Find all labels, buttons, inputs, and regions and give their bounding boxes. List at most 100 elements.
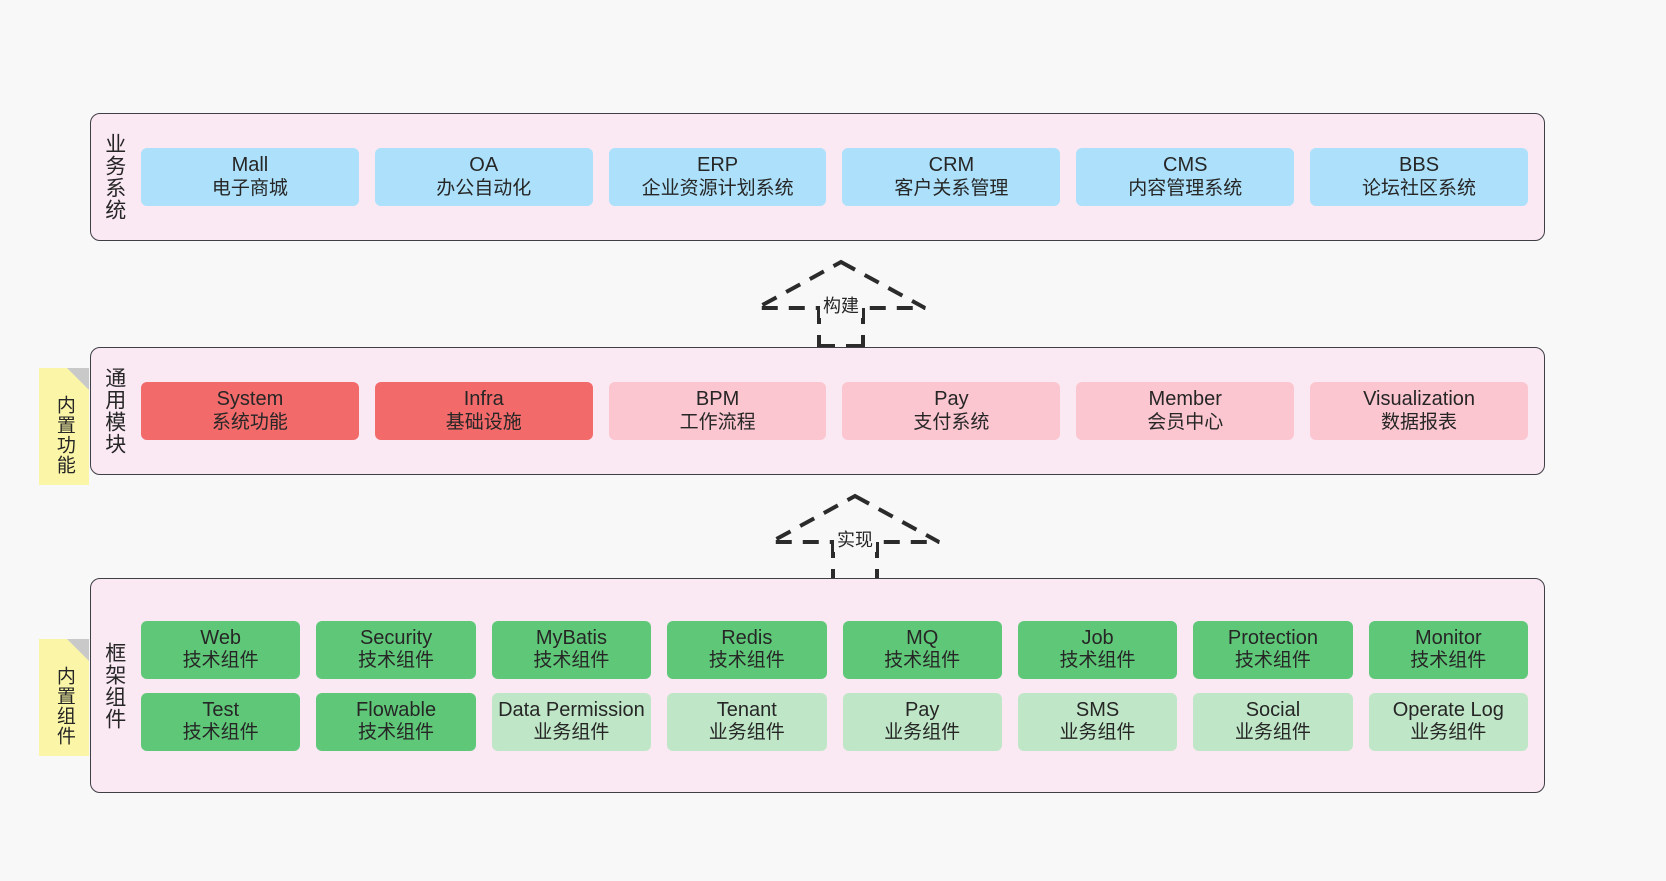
box-erp-desc: 企业资源计划系统 [641,177,794,199]
box-sms-desc: 业务组件 [1059,722,1136,744]
arrow-build-label: 构建 [820,292,862,318]
layer-framework-components-body: Web 技术组件 Security 技术组件 MyBatis 技术组件 Redi… [137,579,1544,792]
box-infra-name: Infra [463,388,504,410]
box-infra[interactable]: Infra 基础设施 [374,382,593,440]
box-system-name: System [216,388,284,410]
box-visualization-name: Visualization [1363,388,1476,410]
arrow-implement: 实现 [770,492,940,582]
box-oa-name: OA [469,154,499,176]
box-erp[interactable]: ERP 企业资源计划系统 [608,148,827,206]
box-security[interactable]: Security 技术组件 [316,620,476,679]
box-pay-module-name: Pay [934,388,969,410]
box-pay-module-desc: 支付系统 [913,411,990,433]
box-member[interactable]: Member 会员中心 [1076,382,1295,440]
box-oa-desc: 办公自动化 [436,177,532,199]
box-mall-desc: 电子商城 [211,177,288,199]
box-mybatis-desc: 技术组件 [533,650,610,672]
box-cms[interactable]: CMS 内容管理系统 [1076,148,1295,206]
box-web-desc: 技术组件 [182,650,259,672]
box-protection-desc: 技术组件 [1234,650,1311,672]
box-data-permission-name: Data Permission [498,698,645,721]
box-tenant[interactable]: Tenant 业务组件 [667,692,827,751]
box-tenant-name: Tenant [716,698,777,721]
box-mq-name: MQ [906,626,939,649]
box-mall-name: Mall [231,154,269,176]
box-mybatis[interactable]: MyBatis 技术组件 [491,620,652,679]
box-crm-name: CRM [928,154,975,176]
box-system[interactable]: System 系统功能 [141,382,359,440]
box-social-name: Social [1245,698,1301,721]
box-protection[interactable]: Protection 技术组件 [1193,620,1353,679]
box-erp-name: ERP [697,154,739,176]
box-test[interactable]: Test 技术组件 [141,692,301,751]
box-test-desc: 技术组件 [182,722,259,744]
box-mall[interactable]: Mall 电子商城 [141,148,359,206]
box-crm-desc: 客户关系管理 [894,177,1009,199]
box-security-desc: 技术组件 [358,650,435,672]
arrow-build: 构建 [756,258,926,348]
layer-business-systems-title: 业务系统 [102,133,126,221]
layer-framework-components-title: 框架组件 [102,641,126,730]
arrow-implement-label: 实现 [834,526,876,552]
framework-row-business: Test 技术组件 Flowable 技术组件 Data Permission … [141,692,1528,751]
box-bbs-desc: 论坛社区系统 [1362,177,1477,199]
box-infra-desc: 基础设施 [445,411,522,433]
box-flowable-name: Flowable [356,698,437,721]
box-bpm[interactable]: BPM 工作流程 [608,382,827,440]
box-bbs-name: BBS [1399,154,1440,176]
box-operate-log-name: Operate Log [1392,698,1504,721]
business-row: Mall 电子商城 OA 办公自动化 ERP 企业资源计划系统 CRM 客户关系… [141,148,1528,206]
box-job-name: Job [1081,626,1114,649]
box-mybatis-name: MyBatis [535,626,607,649]
box-redis[interactable]: Redis 技术组件 [667,620,827,679]
layer-framework-components: 框架组件 Web 技术组件 Security 技术组件 MyBatis 技术组件… [90,578,1545,793]
box-system-desc: 系统功能 [211,411,288,433]
note-builtin-features-text: 内置功能 [53,394,75,475]
box-cms-name: CMS [1163,154,1208,176]
layer-common-modules-body: System 系统功能 Infra 基础设施 BPM 工作流程 Pay 支付系统… [137,348,1544,474]
box-monitor[interactable]: Monitor 技术组件 [1368,620,1528,679]
box-operate-log-desc: 业务组件 [1410,722,1487,744]
box-bpm-name: BPM [695,388,740,410]
box-operate-log[interactable]: Operate Log 业务组件 [1368,692,1528,751]
layer-business-systems-body: Mall 电子商城 OA 办公自动化 ERP 企业资源计划系统 CRM 客户关系… [137,114,1544,240]
note-builtin-features: 内置功能 [39,368,89,485]
box-bbs[interactable]: BBS 论坛社区系统 [1310,148,1528,206]
box-monitor-desc: 技术组件 [1410,650,1487,672]
layer-common-modules: 通用模块 System 系统功能 Infra 基础设施 BPM 工作流程 Pay… [90,347,1545,475]
box-web[interactable]: Web 技术组件 [141,620,301,679]
note-builtin-components-text: 内置组件 [53,665,75,746]
box-pay-component[interactable]: Pay 业务组件 [842,692,1002,751]
box-test-name: Test [202,698,240,721]
box-mq-desc: 技术组件 [884,650,961,672]
framework-row-tech: Web 技术组件 Security 技术组件 MyBatis 技术组件 Redi… [141,620,1528,679]
box-pay-component-name: Pay [904,698,940,721]
box-oa[interactable]: OA 办公自动化 [374,148,593,206]
box-mq[interactable]: MQ 技术组件 [842,620,1002,679]
box-member-desc: 会员中心 [1147,411,1224,433]
modules-row: System 系统功能 Infra 基础设施 BPM 工作流程 Pay 支付系统… [141,382,1528,440]
box-visualization-desc: 数据报表 [1381,411,1458,433]
box-cms-desc: 内容管理系统 [1128,177,1243,199]
box-member-name: Member [1148,388,1222,410]
box-pay-module[interactable]: Pay 支付系统 [842,382,1061,440]
layer-business-systems: 业务系统 Mall 电子商城 OA 办公自动化 ERP 企业资源计划系统 CRM… [90,113,1545,241]
box-tenant-desc: 业务组件 [708,722,785,744]
box-data-permission[interactable]: Data Permission 业务组件 [491,692,652,751]
box-redis-desc: 技术组件 [708,650,785,672]
box-social[interactable]: Social 业务组件 [1193,692,1353,751]
box-pay-component-desc: 业务组件 [884,722,961,744]
arrow-build-glyph [756,259,926,348]
box-redis-name: Redis [721,626,773,649]
box-visualization[interactable]: Visualization 数据报表 [1310,382,1528,440]
box-job[interactable]: Job 技术组件 [1017,620,1178,679]
box-web-name: Web [200,626,242,649]
box-sms[interactable]: SMS 业务组件 [1017,692,1178,751]
box-security-name: Security [359,626,433,649]
box-job-desc: 技术组件 [1059,650,1136,672]
box-bpm-desc: 工作流程 [679,411,756,433]
box-flowable[interactable]: Flowable 技术组件 [316,692,476,751]
box-crm[interactable]: CRM 客户关系管理 [842,148,1061,206]
box-protection-name: Protection [1227,626,1318,649]
